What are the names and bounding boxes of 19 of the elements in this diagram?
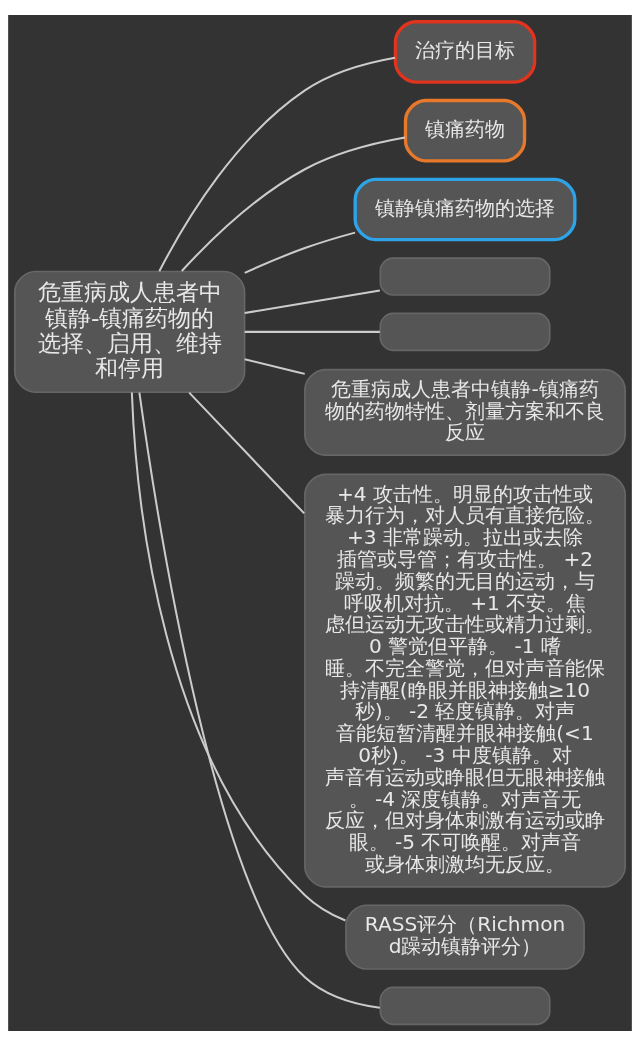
- connector: [244, 289, 381, 314]
- node-box: [379, 986, 551, 1026]
- node-box: 镇静镇痛药物的选择: [353, 177, 577, 242]
- connector: [181, 136, 406, 272]
- node-box: RASS评分（Richmond躁动镇静评分）: [345, 904, 585, 970]
- node-box: [379, 312, 551, 352]
- connector: [158, 56, 396, 272]
- node-box: 治疗的目标: [393, 20, 537, 84]
- connector: [130, 392, 346, 922]
- node-box: [379, 257, 551, 296]
- node-box: 危重病成人患者中镇静-镇痛药物的药物特性、剂量方案和不良反应: [304, 368, 626, 456]
- node-box: 镇痛药物: [403, 98, 527, 163]
- connector: [138, 392, 380, 1009]
- node-box: 危重病成人患者中镇静-镇痛药物的选择、启用、维持和停用: [14, 270, 246, 394]
- connector: [244, 231, 356, 274]
- connector: [188, 391, 305, 515]
- connector: [244, 330, 380, 333]
- node-box: +4 攻击性。明显的攻击性或暴力行为，对人员有直接危险。 +3 非常躁动。拉出或去除插管或导管；有攻击性。 +2 躁动。频繁的无目的运动，与呼吸机对抗。 +1 不安。焦虑但运动无攻击性或精力过剩。 0 警觉但平静。 -1 嗜睡。不完全警觉，但对声音能保持清醒(睁眼并眼神接触≥10秒)。 -2 轻度镇静。对声音能短暂清醒并眼神接触(<10秒)。 -3 中度镇静。对声音有运动或睁眼但无眼神接触。 -4 深度镇静。对声音无反应，但对身体刺激有运动或睁眼。 -5 不可唤醒。对声音或身体刺激均无反应。: [304, 473, 626, 888]
- connector: [244, 358, 305, 375]
